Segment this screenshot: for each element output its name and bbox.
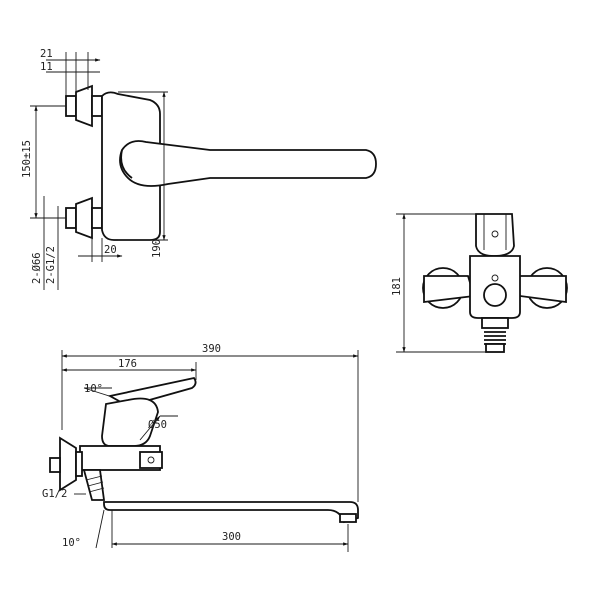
- spout: [103, 501, 359, 524]
- dim-181: 181: [391, 277, 403, 296]
- dim-390: 390: [202, 343, 221, 355]
- side-view: 181: [391, 213, 568, 353]
- dim-11: 11: [40, 61, 53, 73]
- dim-thread-bottom: G1/2: [42, 488, 67, 500]
- dim-10deg-top: 10°: [84, 383, 103, 395]
- dim-diam66: 2-Ø66: [31, 252, 43, 284]
- dim-10deg-bottom: 10°: [62, 537, 81, 549]
- dim-176: 176: [118, 358, 137, 370]
- dim-190: 190: [151, 239, 163, 258]
- dim-150: 150±15: [21, 140, 33, 178]
- dim-300: 300: [222, 531, 241, 543]
- dim-thread-top: 2-G1/2: [45, 246, 57, 284]
- front-view: 21 11 150±15 2-Ø66 2-G1/2 20 190: [21, 48, 377, 290]
- dim-20: 20: [104, 244, 117, 256]
- lever-handle: [119, 140, 377, 187]
- dim-diam50: Ø50: [148, 419, 167, 431]
- dim-21: 21: [40, 48, 53, 60]
- elevation-view: 390 176 10° Ø50 G1/2: [42, 343, 359, 552]
- lower-inlet: [60, 196, 103, 240]
